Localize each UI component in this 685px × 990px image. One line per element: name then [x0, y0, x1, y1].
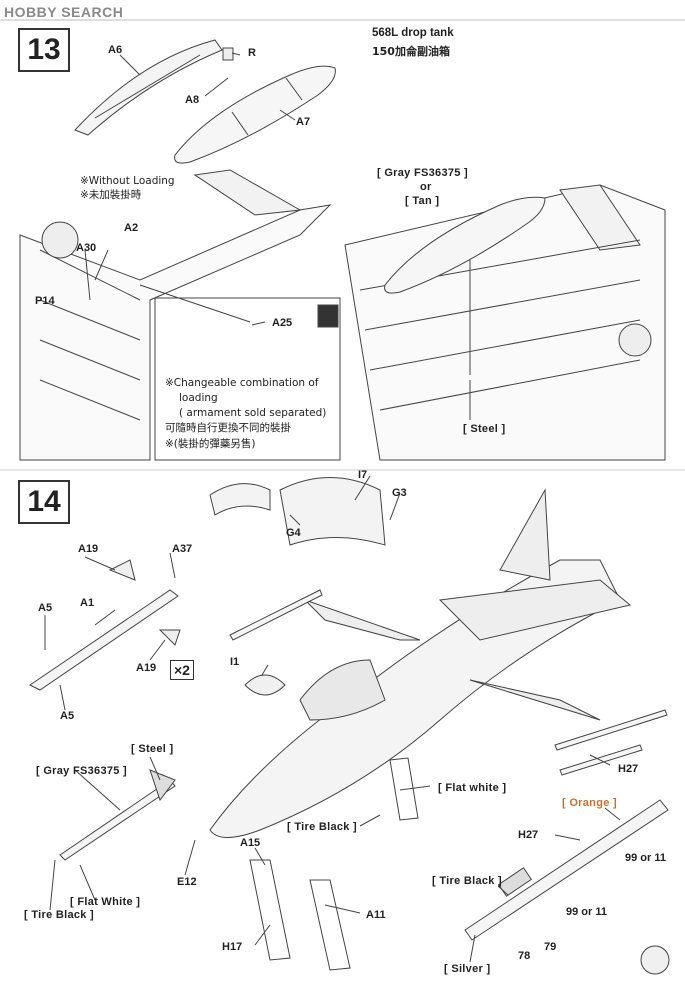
changeable-note-line3: ( armament sold separated): [179, 407, 327, 419]
paint-tire-black-rocket: [ Tire Black ]: [432, 875, 503, 887]
part-a1-label: A1: [80, 597, 95, 609]
paint-tire-black-missile: [ Tire Black ]: [24, 909, 95, 921]
step-13-title-en: 568L drop tank: [372, 27, 454, 39]
part-a5-top-label: A5: [38, 602, 53, 614]
paint-steel-fins: [ Steel ]: [131, 743, 174, 755]
without-loading-zh: ※未加裝掛時: [80, 189, 142, 201]
part-a37-label: A37: [172, 543, 193, 555]
part-h17-label: H17: [222, 941, 243, 953]
part-a15-label: A15: [240, 837, 261, 849]
part-a11-label: A11: [366, 909, 386, 921]
part-r-label: R: [248, 47, 256, 59]
paint-gray-tank: [ Gray FS36375 ]: [377, 167, 469, 179]
part-a8-label: A8: [185, 94, 200, 106]
paint-orange-rocket: [ Orange ]: [562, 797, 617, 809]
paint-flat-white-ladder: [ Flat white ]: [438, 782, 507, 794]
part-i7-label: I7: [358, 469, 368, 481]
paint-flat-white-missile: [ Flat White ]: [70, 896, 141, 908]
part-p14-label: P14: [35, 295, 55, 307]
part-a2-label: A2: [124, 222, 139, 234]
color-ref-79: 79: [544, 941, 557, 953]
color-ref-99-or-11-lower: 99 or 11: [566, 906, 607, 918]
quantity-times-two: ×2: [170, 660, 194, 680]
without-loading-en: ※Without Loading: [80, 175, 175, 187]
changeable-note-line2: loading: [179, 392, 218, 404]
part-a30-label: A30: [76, 242, 97, 254]
part-g4-label: G4: [286, 527, 301, 539]
paint-silver: [ Silver ]: [444, 963, 491, 975]
part-a25-label: A25: [272, 317, 293, 329]
changeable-note-line1: ※Changeable combination of: [165, 377, 319, 389]
part-a19-bottom-label: A19: [136, 662, 157, 674]
step-13-number: 13: [18, 28, 70, 72]
part-a19-top-label: A19: [78, 543, 99, 555]
part-h27-lower-label: H27: [518, 829, 539, 841]
step-13-title-zh: 150加侖副油箱: [372, 45, 450, 58]
changeable-note-line4: 可隨時自行更換不同的裝掛: [165, 422, 291, 434]
paint-tan: [ Tan ]: [405, 195, 440, 207]
step-14-number: 14: [18, 480, 70, 524]
part-a5-bottom-label: A5: [60, 710, 75, 722]
changeable-note-line5: ※(裝掛的彈藥另售): [165, 438, 256, 450]
paint-steel-pylon: [ Steel ]: [463, 423, 506, 435]
color-ref-78: 78: [518, 950, 531, 962]
paint-gray-missile: [ Gray FS36375 ]: [36, 765, 128, 777]
part-i1-label: I1: [230, 656, 240, 668]
part-h27-upper-label: H27: [618, 763, 639, 775]
color-ref-99-or-11-upper: 99 or 11: [625, 852, 666, 864]
part-g3-label: G3: [392, 487, 407, 499]
part-a7-label: A7: [296, 116, 311, 128]
paint-tire-black-gear: [ Tire Black ]: [287, 821, 358, 833]
part-e12-label: E12: [177, 876, 197, 888]
paint-or: or: [420, 181, 432, 193]
hobby-search-logo: HOBBY SEARCH: [4, 4, 124, 20]
part-a6-label: A6: [108, 44, 123, 56]
